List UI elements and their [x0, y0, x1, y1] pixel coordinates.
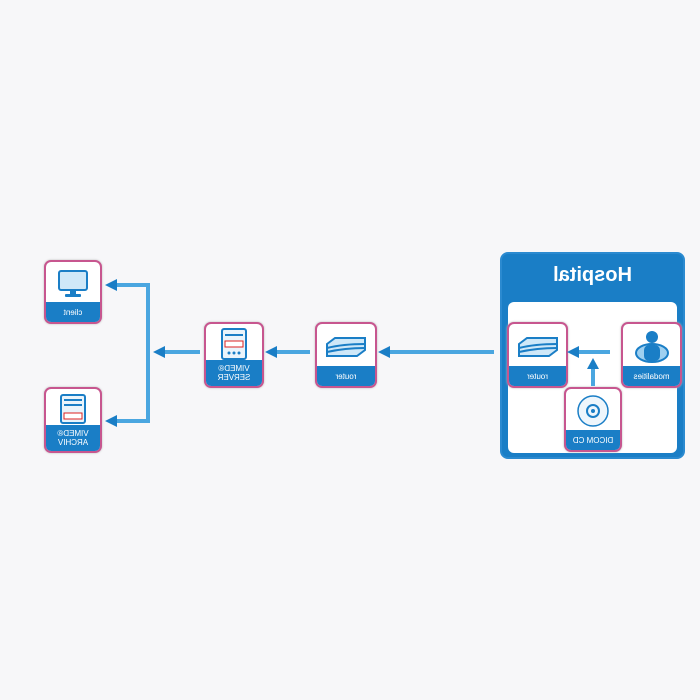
dicom-cd-node: DICOM CD	[564, 387, 622, 452]
client-label: client	[46, 302, 100, 322]
vimed-archiv-label: VIMED® ARCHIV	[46, 425, 100, 451]
vimed-server-label: VIMED® SERVER	[206, 360, 262, 386]
arrow-server-to-split	[165, 350, 200, 354]
router-node: router	[315, 322, 377, 388]
arrow-modalities-to-router	[578, 350, 610, 354]
modality-scanner-icon	[623, 327, 680, 366]
modalities-label: modalities	[623, 366, 680, 386]
server-icon	[206, 327, 262, 360]
modalities-node: modalities	[621, 322, 682, 388]
vimed-server-node: VIMED® SERVER	[204, 322, 264, 388]
router-icon	[317, 327, 375, 366]
arrow-cd-to-router	[591, 368, 595, 386]
arrow-head-icon	[265, 346, 277, 358]
arrow-head-icon	[153, 346, 165, 358]
monitor-icon	[46, 265, 100, 302]
arrow-head-icon	[567, 346, 579, 358]
arrow-head-icon	[105, 279, 117, 291]
split-connector	[146, 283, 150, 423]
arrow-to-archiv	[117, 419, 150, 423]
hospital-router-label: router	[509, 366, 566, 386]
hospital-title: Hospital	[553, 264, 632, 286]
arrow-router-to-server	[277, 350, 310, 354]
arrow-head-icon	[587, 358, 599, 369]
hospital-router-node: router	[507, 322, 568, 388]
cd-icon	[566, 392, 620, 430]
arrow-to-client	[117, 283, 150, 287]
client-node: client	[44, 260, 102, 324]
dicom-cd-label: DICOM CD	[566, 430, 620, 450]
router-icon	[509, 327, 566, 366]
vimed-archiv-node: VIMED® ARCHIV	[44, 387, 102, 453]
archive-server-icon	[46, 392, 100, 425]
arrow-hospital-to-router	[390, 350, 494, 354]
arrow-head-icon	[105, 415, 117, 427]
arrow-head-icon	[378, 346, 390, 358]
router-label: router	[317, 366, 375, 386]
